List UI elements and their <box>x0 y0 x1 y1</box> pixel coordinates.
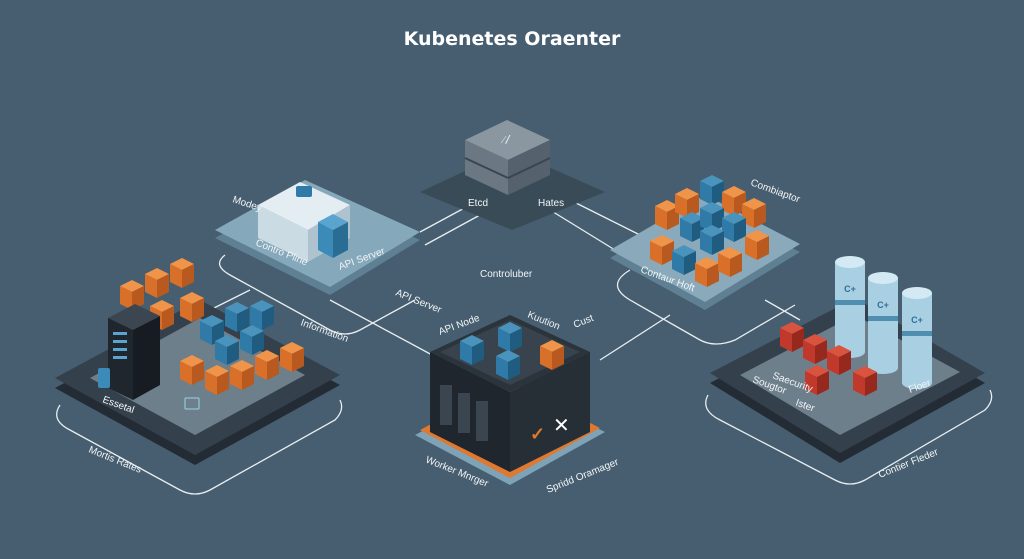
cross-glyph-icon: ✕ <box>553 415 570 437</box>
label-spridd-oramager: Spridd Oramager <box>545 457 621 496</box>
server-slot <box>440 385 452 425</box>
chart-glyph-icon: ✓ <box>530 424 545 444</box>
label-information: Information <box>299 317 350 344</box>
fleder-platform: C+ C+ C+ <box>710 256 985 463</box>
label-hates: Hates <box>538 198 564 209</box>
contaur-outline <box>616 269 796 345</box>
fleder-outline <box>705 389 993 485</box>
diagram-title: Kubenetes Oraenter <box>404 28 621 50</box>
arrow-etcd-contaur <box>549 209 616 251</box>
control-plane-icon <box>296 186 312 197</box>
worker-node: ✓ ✕ <box>415 315 605 485</box>
etcd-glyph-icon: ⁄/ <box>501 133 511 146</box>
svg-text:C+: C+ <box>911 315 923 325</box>
line-worker-contaur <box>599 314 671 361</box>
label-controluber: Controluber <box>480 269 533 280</box>
label-mortis-rates: Mortis Rates <box>87 445 143 476</box>
arrow-control-etcd-2 <box>424 214 481 246</box>
label-cust: Cust <box>572 313 595 331</box>
control-plane-platform <box>215 180 420 295</box>
arrow-control-etcd <box>419 204 471 233</box>
svg-text:C+: C+ <box>877 300 889 310</box>
etcd-platform: ⁄/ <box>420 120 605 230</box>
database-icon <box>98 368 110 388</box>
server-slot <box>458 393 470 433</box>
monitor-icon <box>184 397 200 410</box>
storage-cylinder: C+ <box>902 287 932 389</box>
label-contier-fleder: Contier Fleder <box>877 447 940 481</box>
svg-text:C+: C+ <box>844 284 856 294</box>
arrow-contaur-fleder <box>764 299 801 321</box>
label-modey: Modey <box>231 194 263 214</box>
mortis-platform <box>55 258 340 465</box>
storage-cylinder: C+ <box>835 256 865 358</box>
server-slot <box>476 401 488 441</box>
contaur-platform <box>610 175 800 310</box>
storage-cylinder: C+ <box>868 272 898 374</box>
arrow-etcd-contaur-2 <box>569 199 641 236</box>
label-api-server-mid: API Server <box>394 288 444 317</box>
connectors <box>56 199 993 495</box>
mortis-outline <box>56 399 343 495</box>
server-rack-icon <box>108 304 160 400</box>
control-outline <box>218 254 416 335</box>
label-etcd: Etcd <box>468 198 488 209</box>
